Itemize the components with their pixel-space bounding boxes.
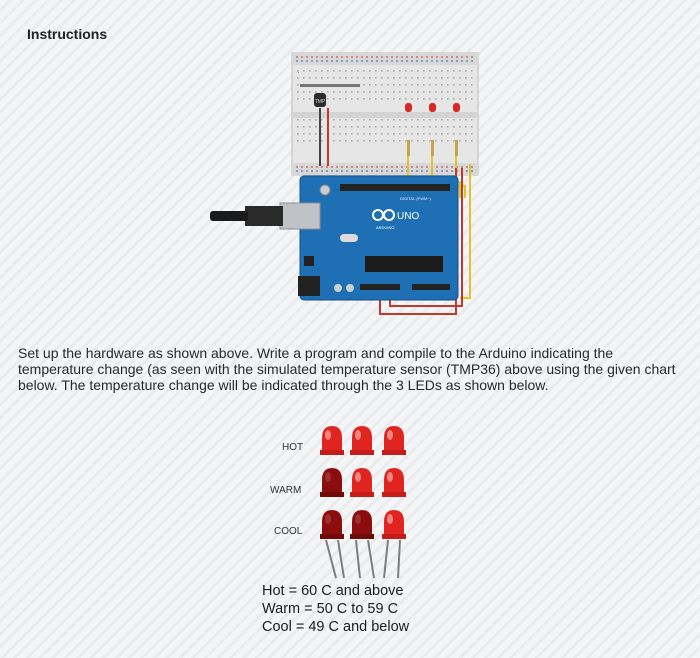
instructions-text: Set up the hardware as shown above. Writ… bbox=[18, 345, 676, 393]
legend-cool: Cool = 49 C and below bbox=[262, 619, 410, 635]
led-warm-1 bbox=[320, 468, 344, 497]
page-title: Instructions bbox=[27, 26, 108, 42]
led-hot-3 bbox=[382, 426, 406, 455]
circuit-diagram: TMP DIGITAL (PWM~) bbox=[210, 52, 479, 315]
breadboard: TMP bbox=[291, 52, 479, 176]
temperature-sensor: TMP bbox=[314, 93, 326, 107]
legend-hot: Hot = 60 C and above bbox=[262, 583, 404, 599]
led-row-label-warm: WARM bbox=[270, 485, 302, 496]
legend-warm: Warm = 50 C to 59 C bbox=[262, 601, 399, 617]
board-brand-text: ARDUINO bbox=[376, 225, 394, 230]
board-logo-text: UNO bbox=[397, 211, 419, 222]
led-row-label-hot: HOT bbox=[282, 442, 304, 453]
led-warm-2 bbox=[350, 468, 374, 497]
svg-text:TMP: TMP bbox=[315, 99, 326, 105]
led-legs bbox=[325, 539, 401, 579]
led-cool-2 bbox=[350, 510, 374, 539]
led-hot-1 bbox=[320, 426, 344, 455]
arduino-board: DIGITAL (PWM~) UNO ARDUINO bbox=[210, 175, 459, 301]
temperature-legend: Hot = 60 C and above Warm = 50 C to 59 C… bbox=[262, 582, 409, 636]
led-warm-3 bbox=[382, 468, 406, 497]
led-hot-2 bbox=[350, 426, 374, 455]
led-cool-1 bbox=[320, 510, 344, 539]
led-cool-3 bbox=[382, 510, 406, 539]
led-grid bbox=[320, 426, 406, 579]
led-row-label-cool: COOL bbox=[274, 526, 303, 537]
breadboard-leds bbox=[405, 103, 460, 112]
arduino-logo: UNO ARDUINO bbox=[372, 209, 419, 230]
board-header-label: DIGITAL (PWM~) bbox=[400, 196, 432, 201]
